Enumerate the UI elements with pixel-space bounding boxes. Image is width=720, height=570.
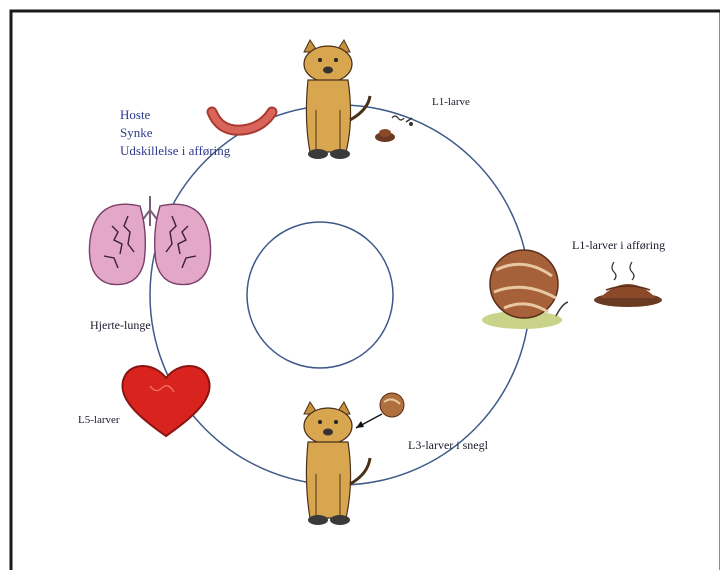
dog-icon bbox=[304, 40, 370, 159]
symptom-list: Hoste Synke Udskillelse i afføring bbox=[120, 106, 230, 160]
feces-icon bbox=[375, 129, 395, 142]
label-l5-larvae: L5-larver bbox=[78, 414, 120, 426]
feces-icon bbox=[594, 284, 662, 307]
inner-circle bbox=[247, 222, 393, 368]
symptom-item: Hoste bbox=[120, 106, 230, 124]
symptom-item: Udskillelse i afføring bbox=[120, 142, 230, 160]
label-l3-larvae-snail: L3-larver i snegl bbox=[408, 438, 488, 453]
heart-icon bbox=[122, 366, 209, 436]
label-l1-larvae: L1-larve bbox=[432, 96, 470, 108]
lungs-icon bbox=[89, 196, 210, 285]
symptom-item: Synke bbox=[120, 124, 230, 142]
dog-icon bbox=[304, 402, 370, 525]
l1-larvae-marks bbox=[612, 262, 634, 280]
snail-small-icon bbox=[356, 393, 404, 428]
label-heart-lung: Hjerte-lunge bbox=[90, 318, 151, 333]
snail-icon bbox=[482, 250, 568, 329]
label-l1-larvae-feces: L1-larver i afføring bbox=[572, 238, 665, 253]
